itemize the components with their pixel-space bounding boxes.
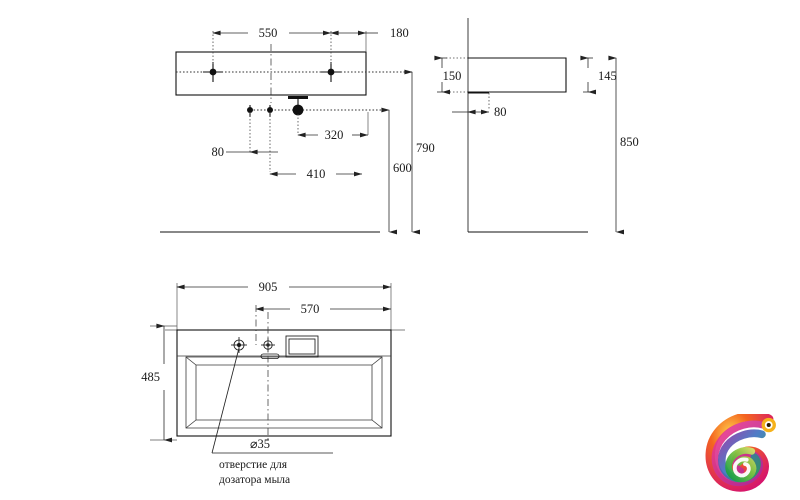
basin-side-outline: [468, 57, 567, 93]
hole-diameter-label: ⌀35: [250, 437, 270, 451]
front-elevation-view: 550 180: [160, 26, 435, 235]
dim-550-label: 550: [259, 26, 278, 40]
dim-80-front-label: 80: [212, 145, 225, 159]
mount-hole-right: [321, 62, 341, 82]
dim-80-side: 80: [452, 105, 507, 119]
dim-600-label: 600: [393, 161, 412, 175]
drain-point-b: [267, 107, 273, 113]
diameter-symbol: ⌀: [250, 437, 258, 451]
dim-320: 320: [297, 112, 369, 142]
soap-dispenser-hole: [231, 337, 247, 353]
diameter-value: 35: [258, 437, 271, 451]
dim-180: 180: [330, 26, 409, 40]
bowl-corner-tl: [185, 356, 197, 366]
dim-485-label: 485: [141, 370, 160, 384]
bowl-corner-bl: [185, 419, 197, 429]
dim-145-label: 145: [598, 69, 617, 83]
dim-790: 790: [404, 69, 435, 235]
bowl-rim-outline: [185, 356, 383, 429]
logo-eye: [761, 417, 776, 433]
bowl-corner-tr: [371, 356, 383, 366]
plan-outer-outline: [176, 329, 392, 437]
dim-790-label: 790: [416, 141, 435, 155]
dim-850: 850: [608, 55, 639, 235]
dim-320-label: 320: [325, 128, 344, 142]
basin-front-outline: [175, 51, 367, 96]
dim-410: 410: [269, 167, 363, 181]
dim-180-label: 180: [390, 26, 409, 40]
dim-550: 550: [212, 26, 332, 40]
bowl-corner-br: [371, 419, 383, 429]
dim-410-label: 410: [307, 167, 326, 181]
soap-note-line2: дозатора мыла: [219, 474, 290, 486]
drain-point-a: [247, 107, 253, 113]
mount-hole-left: [203, 62, 223, 82]
dim-570: 570: [255, 302, 392, 316]
dim-80-side-label: 80: [494, 105, 507, 119]
shelf-recess: [285, 335, 319, 358]
dim-600: 600: [381, 107, 412, 235]
chameleon-logo: [705, 414, 776, 492]
dim-850-label: 850: [620, 135, 639, 149]
side-elevation-view: 150 145 80: [434, 18, 639, 235]
soap-hole-leader: [211, 347, 333, 454]
dim-905-label: 905: [259, 280, 278, 294]
dim-570-label: 570: [301, 302, 320, 316]
dim-150-label: 150: [443, 69, 462, 83]
plan-view: 905 570: [141, 280, 405, 486]
dim-145: 145: [580, 55, 617, 95]
dim-485: 485: [141, 323, 177, 443]
dim-905: 905: [176, 280, 392, 294]
overflow-slot: [260, 353, 280, 359]
logo-body: [705, 414, 774, 492]
drain-point-main: [292, 104, 304, 116]
drain-assembly: [247, 96, 388, 117]
dim-80-front: 80: [212, 145, 278, 159]
dim-150: 150: [434, 55, 462, 95]
soap-note-line1: отверстие для: [219, 459, 288, 471]
